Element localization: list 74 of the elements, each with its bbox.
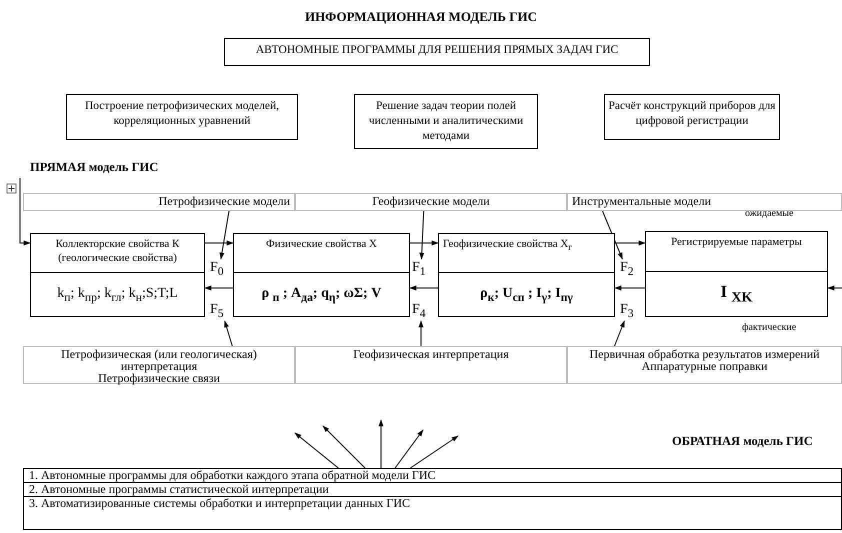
node-text: 3. Автоматизированные системы обработки и интерпретации данных ГИС — [29, 497, 411, 509]
table-cell — [295, 346, 567, 384]
node-text: Петрофизическая (или геологическая) интерпретация — [60, 348, 258, 372]
arrow — [614, 240, 646, 246]
node-text: Регистрируемые параметры — [670, 235, 803, 250]
arrow — [322, 426, 366, 468]
node-text: Решение задач теории полей численными и аналитическими методами — [368, 99, 524, 144]
section-heading: ПРЯМАЯ модель ГИС — [30, 160, 158, 175]
arrow — [410, 240, 439, 246]
function-label: F$_{3}$ — [620, 301, 637, 321]
table-header-cell — [567, 193, 842, 211]
formula-text: k$_{п}$; k$_{пр}$; k$_{гл}$; k$_{н}$;S;T;L — [57, 286, 178, 304]
list-row — [23, 468, 842, 483]
arrow — [614, 320, 625, 346]
list-row — [23, 482, 842, 497]
arrow — [204, 286, 234, 290]
node-text: Расчёт конструкций приборов для цифровой регистрации — [608, 99, 776, 129]
node-text: Геофизическая интерпретация — [352, 348, 510, 360]
arrow — [614, 286, 646, 290]
arrow — [394, 429, 424, 468]
program-box — [66, 94, 298, 140]
program-box — [224, 38, 650, 66]
parameter-box — [30, 272, 205, 317]
arrow — [294, 432, 339, 468]
function-label: F$_{1}$ — [412, 259, 429, 279]
formula-text: ρ $_{п}$ ; A$_{да}$; q$_{η}$; ωΣ; V — [262, 286, 382, 304]
node-text: Геофизические свойства X$_{г}$ — [443, 237, 574, 254]
arrow — [827, 286, 842, 290]
node-text: АВТОНОМНЫЕ ПРОГРАММЫ ДЛЯ РЕШЕНИЯ ПРЯМЫХ ЗАДАЧ ГИС — [254, 43, 620, 58]
node-text: Петрофизические связи — [97, 372, 221, 384]
note-text: ожидаемые — [745, 208, 794, 219]
property-box — [30, 233, 205, 273]
property-box — [438, 233, 615, 273]
parameter-box — [233, 272, 410, 317]
function-label: F$_{4}$ — [412, 301, 429, 321]
table-header-cell — [23, 193, 295, 211]
function-label: F$_{2}$ — [620, 259, 637, 279]
node-text: Инструментальные модели — [572, 195, 712, 207]
property-box — [645, 231, 828, 272]
node-text: Физические свойства X — [265, 237, 378, 252]
table-cell — [23, 346, 295, 384]
table-cell — [567, 346, 842, 384]
note-text: фактические — [742, 322, 796, 333]
arrow — [20, 178, 31, 246]
program-box — [354, 94, 538, 149]
node-text: Геофизические модели — [371, 195, 491, 207]
parameter-box — [645, 271, 828, 317]
diagram-title: ИНФОРМАЦИОННАЯ МОДЕЛЬ ГИС — [304, 9, 538, 25]
node-text: Коллекторские свойства К (геологические свойства) — [54, 237, 180, 266]
node-text: 2. Автономные программы статистической интерпретации — [29, 483, 330, 495]
function-label: F$_{0}$ — [210, 259, 227, 279]
arrow — [224, 320, 233, 346]
arrow — [602, 210, 623, 260]
table-header-cell — [295, 193, 567, 211]
arrow — [419, 210, 424, 260]
program-box — [604, 94, 780, 140]
node-text: Петрофизические модели — [158, 195, 290, 207]
node-text: Аппаратурные поправки — [642, 360, 768, 372]
parameter-box — [438, 272, 615, 317]
node-text: Построение петрофизических моделей, корреляционных уравнений — [84, 99, 280, 129]
section-heading: ОБРАТНАЯ модель ГИС — [672, 434, 813, 449]
arrow — [418, 320, 424, 346]
arrow — [220, 210, 230, 260]
property-box — [233, 233, 410, 273]
function-label: F$_{5}$ — [210, 301, 227, 321]
node-text: Первичная обработка результатов измерений — [588, 348, 821, 360]
formula-text: ρ$_{к}$; U$_{сп}$ ; I$_{γ}$; I$_{пγ}$ — [480, 286, 573, 304]
arrow — [378, 419, 384, 468]
arrow — [204, 240, 234, 246]
node-text: 1. Автономные программы для обработки каждого этапа обратной модели ГИС — [29, 469, 436, 481]
arrow — [409, 286, 438, 290]
formula-text: I $_{XK}$ — [720, 282, 753, 306]
arrow — [410, 436, 459, 468]
list-row — [23, 496, 842, 530]
